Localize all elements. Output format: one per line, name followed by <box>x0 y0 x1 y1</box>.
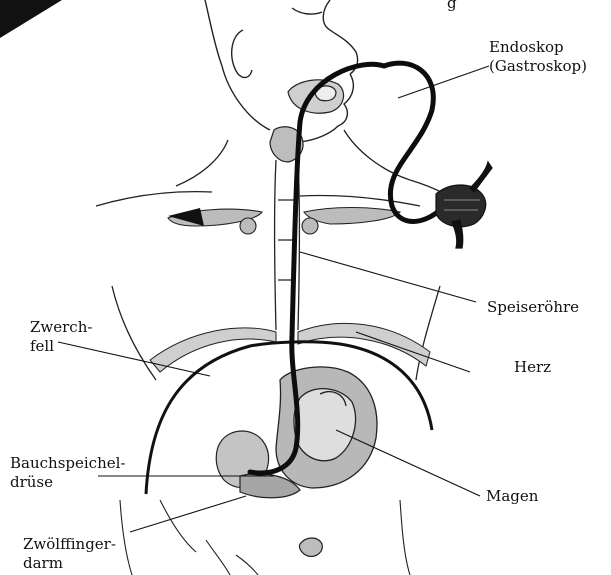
zwerchfell-label-line1: Zwerch- <box>30 318 92 337</box>
oral-cavity <box>270 80 344 162</box>
magen-label: Magen <box>486 487 538 506</box>
zwoelffingerdarm-label-line1: Zwölffinger- <box>23 535 116 554</box>
stomach <box>276 367 377 488</box>
top-fragment-label: g <box>447 0 457 13</box>
endoscope-outer-cable <box>384 63 440 221</box>
endoskop-label: Endoskop (Gastroskop) <box>489 38 587 76</box>
bauchspeicheldruese-label: Bauchspeichel- drüse <box>10 454 125 492</box>
endoskop-label-line1: Endoskop <box>489 38 587 57</box>
endoscope-handle <box>436 162 492 248</box>
herz-label: Herz <box>514 358 551 377</box>
head-outline <box>205 0 358 142</box>
zwerchfell-label-line2: fell <box>30 337 92 356</box>
speiseroehre-label: Speiseröhre <box>487 298 579 317</box>
corner-shadow <box>0 0 62 38</box>
bauchspeicheldruese-label-line2: drüse <box>10 473 125 492</box>
zwoelffingerdarm-label-line2: darm <box>23 554 116 573</box>
endoskop-label-line2: (Gastroskop) <box>489 57 587 76</box>
abdomen-outline <box>120 500 410 575</box>
zwerchfell-label: Zwerch- fell <box>30 318 92 356</box>
zwoelffingerdarm-label: Zwölffinger- darm <box>23 535 116 573</box>
bauchspeicheldruese-label-line1: Bauchspeichel- <box>10 454 125 473</box>
